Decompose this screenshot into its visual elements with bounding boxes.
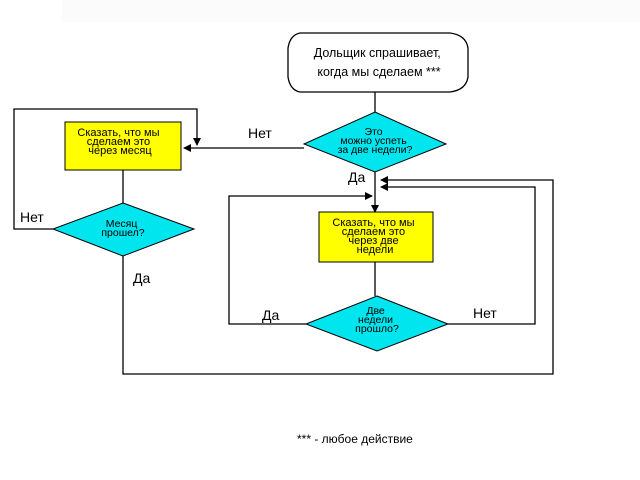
svg-text:Две недели прошло?: Две недели прошло? [355, 305, 399, 335]
decision-two-weeks-line-1: Это [365, 126, 383, 138]
svg-text:Дольщик спрашивает, когд: Дольщик спрашивает, когда мы сделаем *** [314, 46, 445, 79]
say-month-line-2: сделаем это [87, 136, 150, 148]
start-line-1: Дольщик спрашивает, [314, 46, 441, 60]
decision-month-passed: Месяц прошел? [51, 202, 196, 257]
svg-text:Сказать, что мы сделаем: Сказать, что мы сделаем это через месяц [77, 127, 162, 157]
edge-label-two-weeks-no: Нет [248, 125, 272, 141]
decision-two-weeks: Это можно успеть за две недели? [302, 111, 448, 173]
start-line-2: когда мы сделаем *** [317, 65, 440, 79]
edge-label-passed-yes: Да [262, 307, 279, 323]
decision-passed-line-2: недели [358, 314, 393, 326]
edge-label-month-yes: Да [133, 270, 150, 286]
decision-two-weeks-passed: Две недели прошло? [304, 295, 450, 352]
edge-passed-no-loop [380, 183, 536, 325]
process-say-two-weeks: Сказать, что мы сделаем это через две не… [318, 211, 434, 263]
decision-month-line-2: прошел? [101, 227, 144, 239]
connectors [13, 92, 554, 375]
svg-text:Месяц прошел?: Месяц прошел? [101, 218, 144, 239]
process-say-month: Сказать, что мы сделаем это через месяц [64, 121, 182, 171]
edge-label-passed-no: Нет [473, 305, 497, 321]
say-month-line-3: через месяц [88, 145, 152, 157]
say-two-weeks-line-1: Сказать, что мы [332, 217, 414, 229]
decision-month-line-1: Месяц [106, 218, 138, 230]
say-two-weeks-line-2: сделаем это [342, 226, 405, 238]
edge-month-no-loop [13, 108, 201, 230]
decision-two-weeks-line-3: за две недели? [338, 144, 413, 156]
start-terminator: Дольщик спрашивает, когда мы сделаем *** [287, 32, 469, 93]
svg-text:Это можно успеть з: Это можно успеть за две недели? [338, 126, 413, 156]
decision-passed-line-3: прошло? [355, 323, 399, 335]
svg-text:Сказать, что мы сделаем: Сказать, что мы сделаем это через две не… [332, 217, 417, 256]
say-month-line-1: Сказать, что мы [77, 127, 159, 139]
edge-month-yes-loop [122, 176, 554, 375]
say-two-weeks-line-4: недели [357, 244, 394, 256]
edge-passed-yes-loop [228, 192, 373, 325]
edge-label-two-weeks-yes: Да [348, 169, 365, 185]
background-tint [62, 0, 640, 22]
footnote: *** - любое действие [297, 432, 413, 446]
decision-two-weeks-line-2: можно успеть [340, 135, 407, 147]
decision-passed-line-1: Две [366, 305, 385, 317]
edge-label-month-no: Нет [20, 209, 44, 225]
say-two-weeks-line-3: через две [348, 235, 398, 247]
